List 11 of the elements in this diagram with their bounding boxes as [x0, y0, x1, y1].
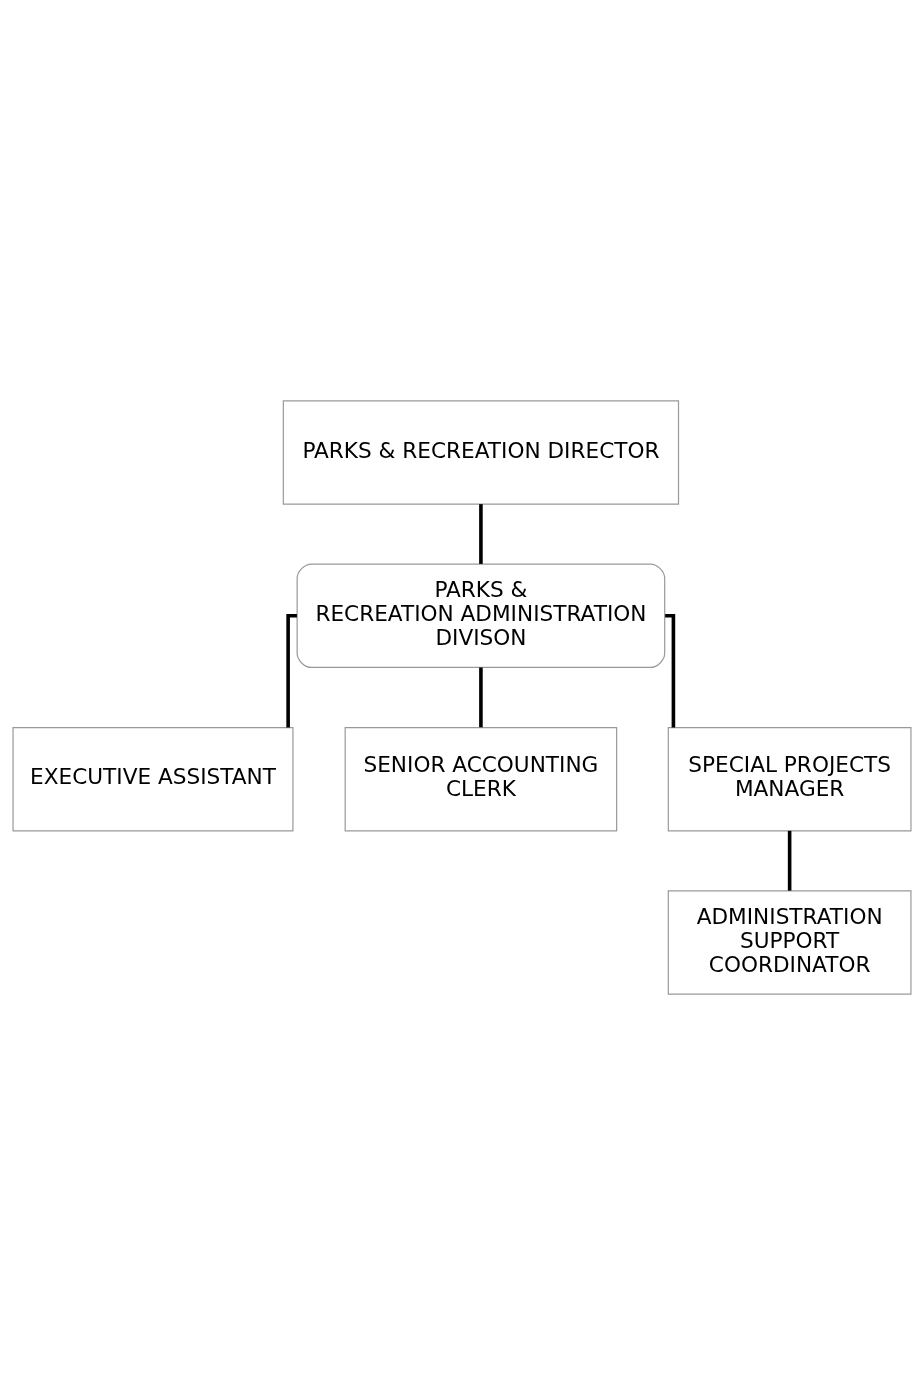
node-box: EXECUTIVE ASSISTANT	[12, 726, 294, 831]
connector	[286, 613, 297, 727]
connector	[479, 503, 483, 564]
node-box: SENIOR ACCOUNTING CLERK	[344, 726, 618, 831]
connector	[665, 613, 676, 727]
node-box: SPECIAL PROJECTS MANAGER	[667, 726, 912, 831]
connector	[787, 830, 792, 891]
node-box: PARKS & RECREATION ADMINISTRATION DIVISON	[296, 563, 666, 668]
connector	[479, 667, 483, 727]
node-box: ADMINISTRATION SUPPORT COORDINATOR	[667, 889, 912, 995]
node-box: PARKS & RECREATION DIRECTOR	[282, 399, 680, 505]
